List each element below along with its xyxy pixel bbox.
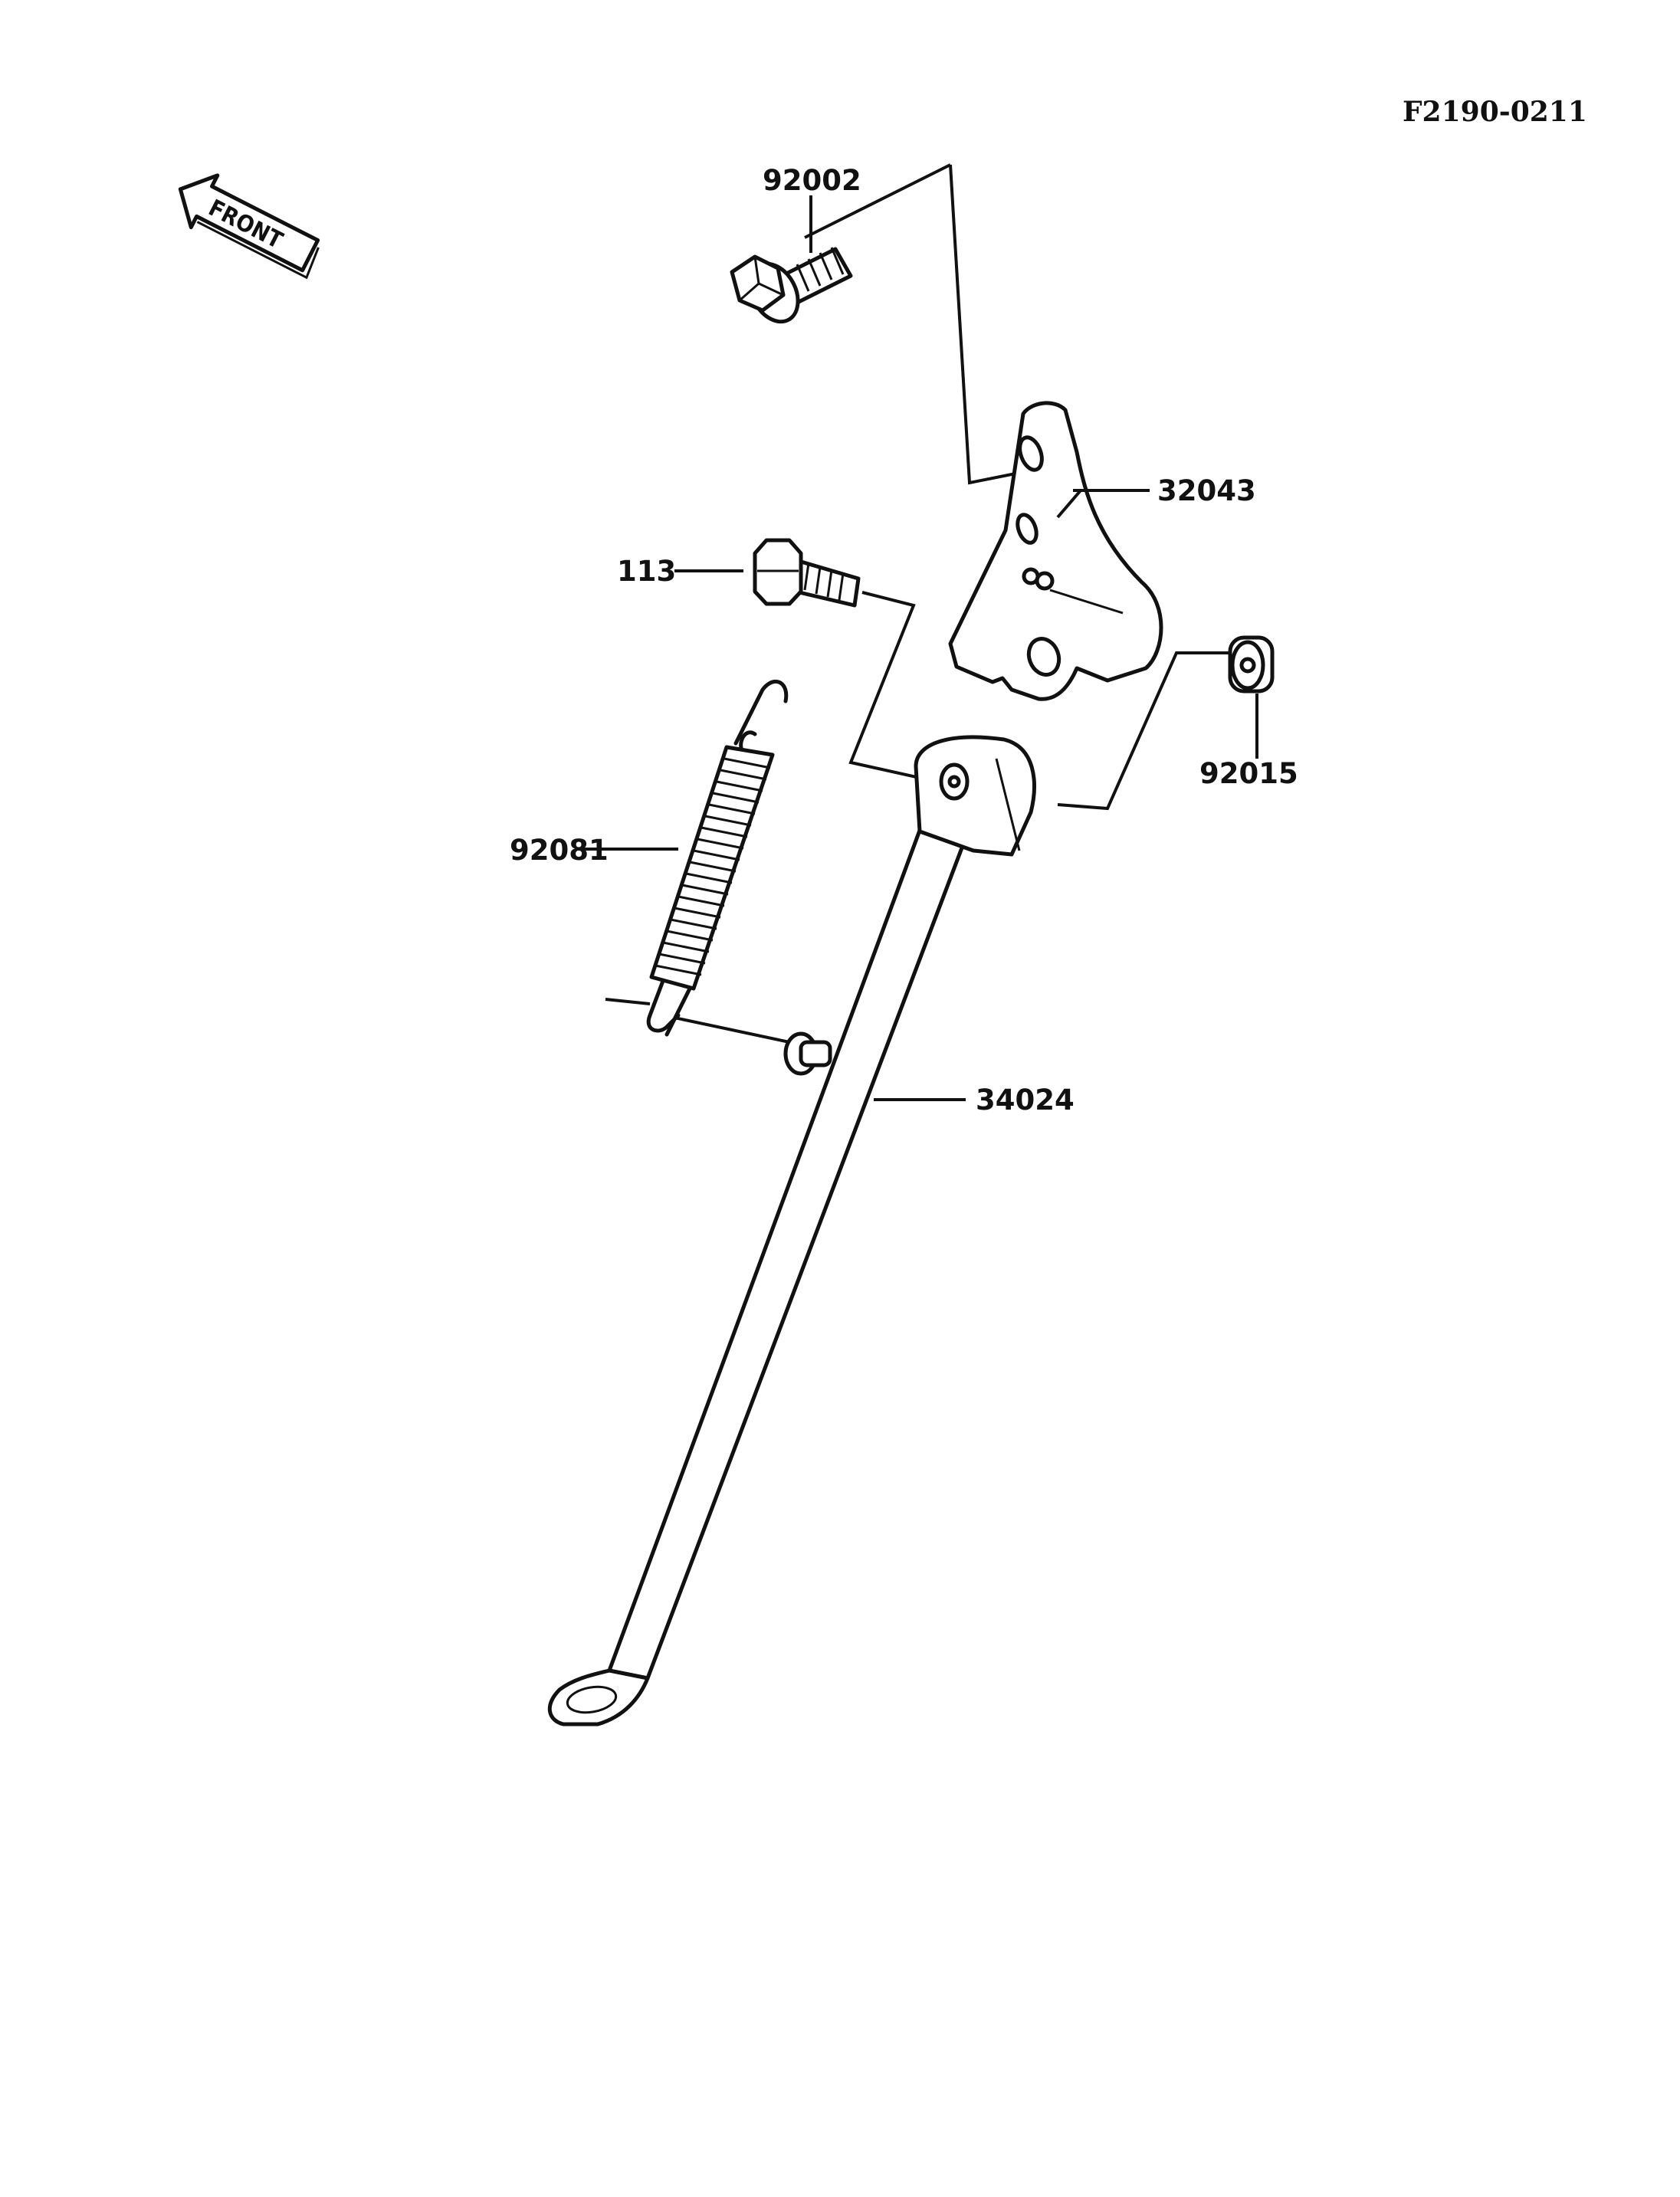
label-92002: 92002	[763, 164, 861, 197]
flange-bolt-92002	[730, 163, 1028, 485]
label-34024: 34024	[976, 1084, 1075, 1117]
label-92015: 92015	[1199, 757, 1298, 790]
bolt-113	[674, 538, 955, 787]
label-92081: 92081	[510, 834, 609, 867]
front-arrow-icon: FRONT	[178, 173, 320, 280]
side-stand-34024	[547, 735, 1036, 1726]
label-32043: 32043	[1157, 474, 1256, 507]
diagram-code: F2190-0211	[1403, 96, 1587, 128]
spring-92081	[579, 679, 790, 1044]
bracket-32043	[948, 401, 1163, 701]
label-113: 113	[617, 555, 676, 588]
nut-92015	[1057, 635, 1275, 811]
